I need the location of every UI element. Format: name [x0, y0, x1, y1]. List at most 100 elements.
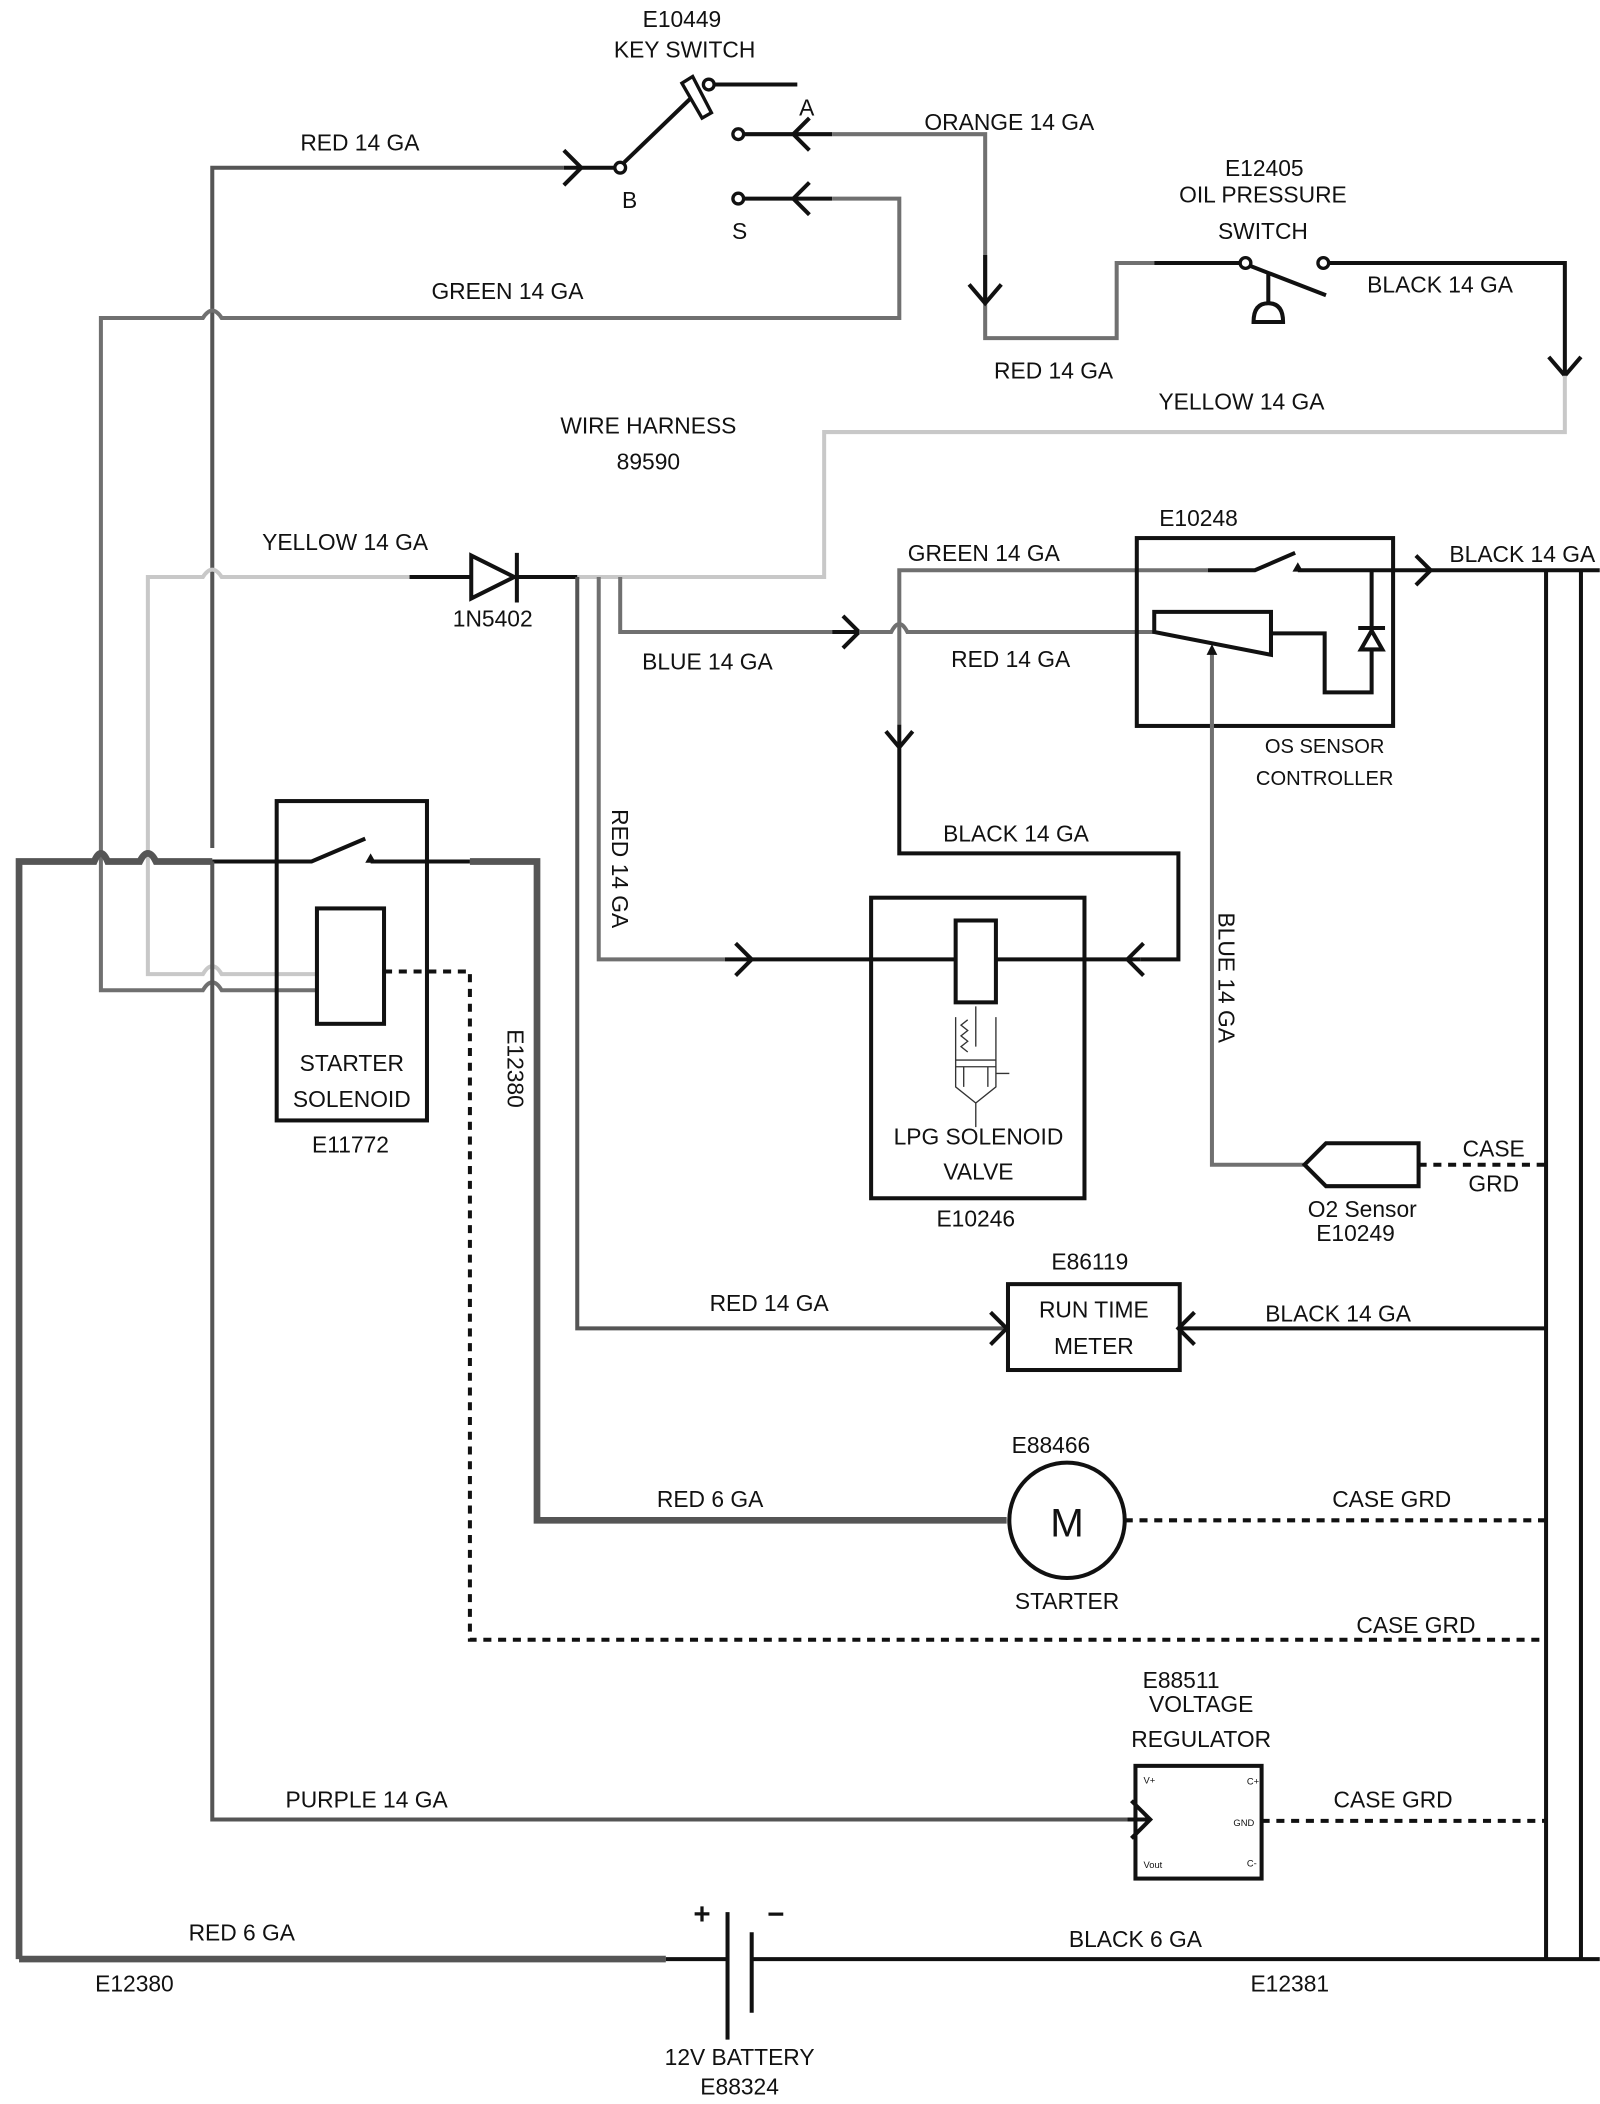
terminal-b-label: B [622, 187, 637, 213]
wire-label: RED 14 GA [300, 129, 420, 155]
battery-id: E88324 [700, 2074, 779, 2100]
arrow-icon [790, 116, 811, 152]
wire-blue-14-os [618, 576, 833, 635]
wire-label: ORANGE 14 GA [924, 109, 1095, 135]
run-time-meter: RUN TIME METER E86119 RED 14 GA BLACK 14… [710, 1248, 1547, 1373]
run-time-meter-id: E86119 [1051, 1248, 1128, 1274]
switch-lever [622, 89, 700, 164]
case-ground-label: GRD [1468, 1171, 1519, 1197]
wire-red-6-starter [469, 858, 1007, 1524]
pressure-sensor-icon [1251, 301, 1286, 325]
wire-red-14-battery-to-key [210, 165, 564, 849]
wire-label: BLUE 14 GA [642, 649, 773, 675]
harness-id: 89590 [617, 449, 680, 475]
o2-sensor-label: O2 Sensor [1308, 1196, 1417, 1222]
arrow-icon [734, 941, 1145, 977]
wire-blue-14-o2 [1209, 649, 1305, 1167]
arrow-icon [1414, 554, 1434, 587]
wire-black-14-lpg [884, 724, 1181, 962]
solenoid-coil [314, 906, 387, 1026]
wire-label: GREEN 14 GA [431, 278, 584, 304]
starter-id: E88466 [1012, 1432, 1091, 1458]
wire-label: BLACK 6 GA [1069, 1926, 1203, 1952]
wire-yellow-14-left [145, 567, 410, 977]
terminal-s [731, 191, 746, 206]
wire-id-label: E12380 [95, 1970, 174, 1996]
key-switch-id: E10449 [643, 6, 722, 32]
run-time-meter-label: RUN TIME [1039, 1297, 1149, 1323]
battery-label: 12V BATTERY [665, 2044, 815, 2070]
wire-label: RED 14 GA [710, 1290, 830, 1316]
key-switch-label: KEY SWITCH [614, 37, 755, 63]
wire-orange-red-to-oil-switch [832, 132, 1155, 341]
lpg-valve-label: LPG SOLENOID [894, 1124, 1064, 1150]
diode-label: 1N5402 [453, 606, 533, 632]
solenoid-coil [953, 918, 998, 1005]
wire-case-ground-solenoid [384, 969, 1547, 1642]
case-ground-label: CASE GRD [1332, 1486, 1451, 1512]
case-ground-label: CASE GRD [1356, 1612, 1475, 1638]
os-controller-id: E10248 [1159, 505, 1238, 531]
os-sensor-controller: E10248 OS SENSOR CONTROLLER [1134, 505, 1600, 1960]
pin-label: V+ [1144, 1774, 1156, 1785]
voltage-regulator-id: E88511 [1143, 1667, 1220, 1693]
diode-icon [469, 552, 519, 602]
run-time-meter-label: METER [1054, 1333, 1134, 1359]
arrow-icon [967, 254, 1003, 307]
os-controller-label: OS SENSOR [1265, 736, 1385, 758]
wire-id-label: E12380 [502, 1029, 528, 1108]
wire-label: YELLOW 14 GA [1158, 388, 1325, 414]
battery-icon [725, 1912, 754, 2040]
motor-symbol: M [1050, 1500, 1084, 1545]
arrow-icon [1127, 1799, 1154, 1840]
voltage-regulator: V+ C+ GND Vout C- E88511 VOLTAGE REGULAT… [210, 861, 1547, 1881]
wire-label: RED 14 GA [607, 809, 633, 929]
pin-label: C+ [1247, 1776, 1260, 1787]
wire-label: BLACK 14 GA [1367, 272, 1514, 298]
starter-motor: M E88466 STARTER RED 6 GA CASE GRD [657, 1432, 1547, 1614]
lpg-solenoid-valve: LPG SOLENOID VALVE E10246 [724, 895, 1145, 1231]
o2-sensor-id: E10249 [1316, 1220, 1395, 1246]
wire-label: PURPLE 14 GA [285, 1786, 448, 1812]
key-switch: E10449 KEY SWITCH A B S [210, 6, 833, 849]
arrow-icon [562, 148, 585, 187]
wire-label: YELLOW 14 GA [262, 529, 429, 555]
harness-label: WIRE HARNESS [560, 412, 736, 438]
wire-yellow-14-oil [577, 375, 1567, 580]
oil-pressure-switch: E12405 OIL PRESSURE SWITCH BLACK 14 GA [1154, 155, 1583, 379]
terminal-s-label: S [732, 218, 747, 244]
arrow-icon [790, 181, 811, 217]
starter-solenoid-id: E11772 [312, 1132, 389, 1158]
wire-label: BLACK 14 GA [1265, 1301, 1412, 1327]
starter-solenoid-label: SOLENOID [293, 1086, 411, 1112]
battery: + − 12V BATTERY E88324 RED 6 GA E12380 B… [19, 570, 1600, 2100]
wire-green-14-os [897, 568, 1208, 725]
lpg-valve-label: VALVE [943, 1158, 1013, 1184]
wire-label: RED 6 GA [657, 1486, 764, 1512]
wire-label: BLUE 14 GA [1214, 912, 1240, 1043]
terminal-b [613, 160, 628, 175]
wire-red-14-runtime [575, 576, 1004, 1331]
starter-solenoid-label: STARTER [300, 1050, 404, 1076]
pin-label: GND [1233, 1817, 1254, 1828]
oil-switch-id: E12405 [1225, 155, 1304, 181]
arrow-icon [832, 614, 862, 650]
wire-green-14-start [98, 196, 902, 993]
pin-label: C- [1247, 1857, 1257, 1868]
lpg-valve-id: E10246 [936, 1205, 1015, 1231]
terminal-a-label: A [799, 94, 815, 120]
os-controller-label: CONTROLLER [1256, 768, 1393, 790]
wire-label: RED 6 GA [189, 1919, 296, 1945]
wire-label-black-os: BLACK 14 GA [1449, 541, 1596, 567]
battery-plus: + [693, 1898, 710, 1931]
wire-red-14-lpg [596, 576, 725, 962]
spring-icon [959, 1019, 969, 1053]
oil-switch-label: SWITCH [1218, 218, 1308, 244]
diode-1n5402: 1N5402 [409, 552, 578, 632]
voltage-regulator-label: REGULATOR [1131, 1726, 1271, 1752]
wire-label: RED 14 GA [994, 357, 1114, 383]
voltage-regulator-label: VOLTAGE [1149, 1691, 1253, 1717]
wire-label: GREEN 14 GA [908, 540, 1061, 566]
valve-icon [954, 1006, 1010, 1128]
